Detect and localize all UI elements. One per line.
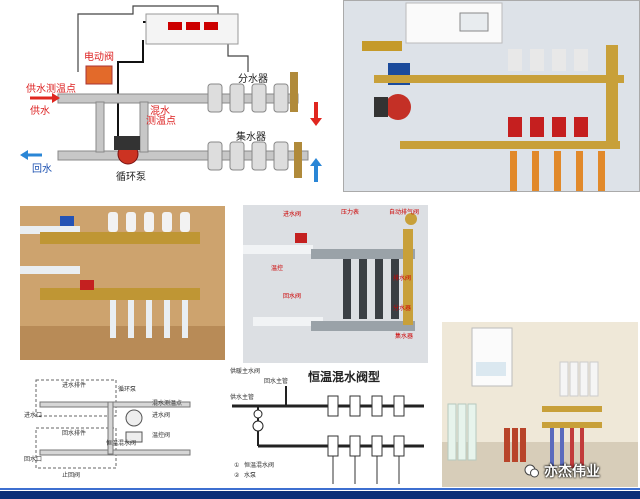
manifold-diagram-bottom-left: 进水排件 回水排件 循环泵 恒温混水阀 混水测温点 进水阀 进水口 回水口 止回… bbox=[22, 372, 212, 487]
bl-ball-valve: 进水阀 bbox=[152, 412, 171, 419]
supply-label: 供水 bbox=[30, 106, 50, 117]
bc-return-main: 回水主管 bbox=[264, 378, 289, 385]
mid-label-a: 进水阀 bbox=[283, 211, 302, 218]
mid-label-h: 集水器 bbox=[395, 333, 414, 340]
mid-label-b: 压力表 bbox=[341, 209, 360, 216]
return-label: 回水 bbox=[32, 164, 52, 175]
collector-label: 集水器 bbox=[236, 132, 266, 143]
bc-boiler-in: 供暖主水阀 bbox=[230, 368, 261, 375]
mid-label-e: 排水阀 bbox=[393, 275, 412, 282]
manifold-diagram-top-left: 电动阀 供水测温点 供水 混水 测温点 分水器 集水器 回水 循环泵 bbox=[18, 2, 336, 192]
bl-temp-valve: 温控阀 bbox=[152, 432, 171, 439]
bc-legend-1: 恒温混水阀 bbox=[244, 462, 275, 469]
photo-manifold-cabinet bbox=[343, 0, 640, 192]
photo-labeled-manifold-drawing bbox=[243, 205, 428, 363]
photo-installed-heating-room: 亦杰伟业 bbox=[442, 322, 638, 487]
mix-temp-point-label-2: 测温点 bbox=[146, 116, 176, 127]
bl-pump: 循环泵 bbox=[118, 386, 137, 393]
wechat-icon bbox=[524, 463, 540, 479]
bc-supply-main: 供水主管 bbox=[230, 394, 255, 401]
bl-supply-in: 进水口 bbox=[24, 412, 43, 419]
manifold-diagram-bottom-left-drawing bbox=[35, 379, 191, 469]
bl-temp-point: 混水测温点 bbox=[152, 400, 183, 407]
watermark-text: 亦杰伟业 bbox=[544, 464, 600, 480]
mix-temp-point-label-1: 混水 bbox=[150, 106, 170, 117]
bc-legend-num-1: ① bbox=[234, 462, 240, 469]
mid-label-d: 温控 bbox=[271, 265, 284, 272]
manifold-diagram-bottom-center-drawing bbox=[232, 386, 424, 484]
pump-label: 循环泵 bbox=[116, 172, 146, 183]
mid-label-g: 分水器 bbox=[393, 305, 412, 312]
bl-supply-manifold: 进水排件 bbox=[62, 382, 87, 389]
photo-manifold-cabinet-drawing bbox=[344, 1, 639, 191]
photo-installed-heating-drawing bbox=[442, 322, 638, 487]
bl-return-out: 回水口 bbox=[24, 456, 43, 463]
watermark: 亦杰伟业 bbox=[524, 460, 600, 482]
bc-legend-num-2: ② bbox=[234, 472, 240, 479]
bl-bypass: 恒温混水阀 bbox=[106, 440, 137, 447]
manifold-diagram-bottom-center: 恒温混水阀型 供暖主水阀 供水主管 回水主管 ① 恒温混水阀 ② 水泵 bbox=[228, 366, 436, 488]
photo-wooden-box-manifold bbox=[20, 206, 225, 360]
distributor-label: 分水器 bbox=[238, 74, 268, 85]
motor-valve-label: 电动阀 bbox=[84, 52, 114, 63]
mid-label-f: 回水阀 bbox=[283, 293, 302, 300]
footer-bar bbox=[0, 491, 640, 499]
manifold-diagram-drawing bbox=[20, 5, 322, 182]
bl-return-manifold: 回水排件 bbox=[62, 430, 87, 437]
bl-stop-valve: 止回阀 bbox=[62, 472, 81, 479]
supply-temp-point-label: 供水测温点 bbox=[26, 84, 76, 95]
mid-label-c: 自动排气阀 bbox=[389, 209, 420, 216]
photo-wooden-box-drawing bbox=[20, 206, 225, 360]
footer-stripe bbox=[0, 488, 640, 490]
mixing-valve-title: 恒温混水阀型 bbox=[308, 370, 381, 384]
photo-labeled-manifold: 进水阀 压力表 自动排气阀 温控 排水阀 回水阀 分水器 集水器 bbox=[243, 205, 428, 363]
bc-legend-2: 水泵 bbox=[244, 472, 257, 479]
